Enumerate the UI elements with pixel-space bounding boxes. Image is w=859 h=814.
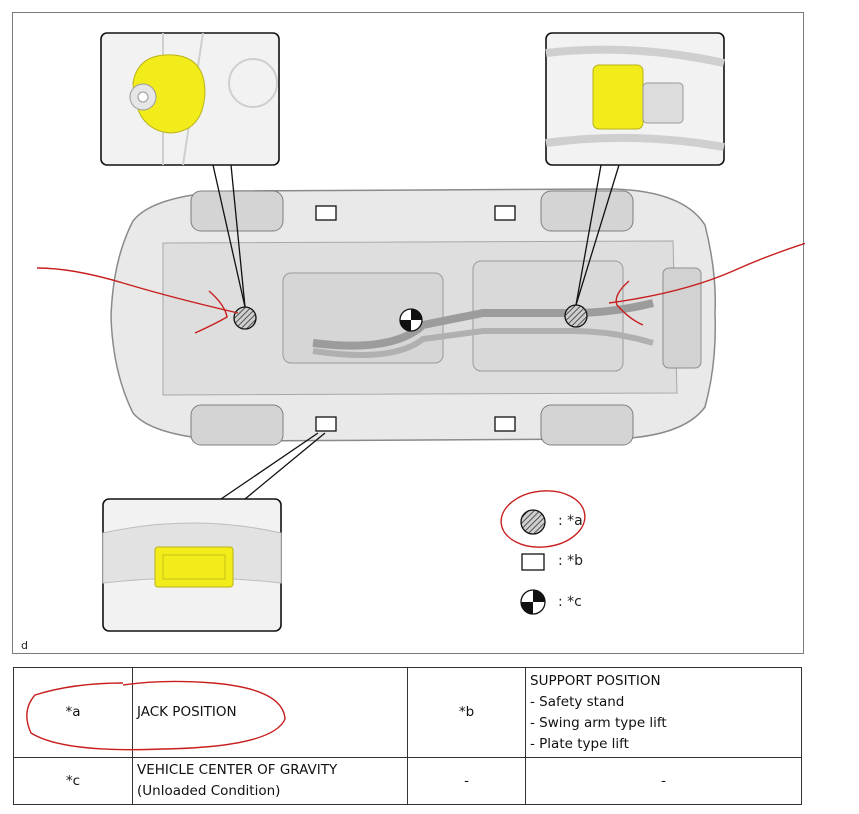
support-position-cell: SUPPORT POSITION - Safety stand - Swing … [525,667,802,758]
cog-line-2: (Unloaded Condition) [137,783,281,799]
legend-symbols [520,509,546,615]
dash-cell: - [525,757,802,805]
support-item: - Swing arm type lift [530,714,667,731]
figure-corner-tag: d [21,639,28,652]
detail-callout-front-jack [100,32,280,308]
red-annotations [36,242,805,548]
legend-cog-label: : *c [558,594,582,610]
legend-table: *a JACK POSITION *b SUPPORT POSITION - S… [13,667,802,805]
key-c-cell: *c [13,757,133,805]
cog-line-1: VEHICLE CENTER OF GRAVITY [137,762,338,778]
table-row: *a JACK POSITION *b SUPPORT POSITION - S… [13,667,802,758]
detail-callout-support [102,432,326,632]
support-item: - Plate type lift [530,735,629,752]
detail-callout-rear-jack [545,32,725,306]
legend-support-label: : *b [558,553,584,569]
dash-cell: - [407,757,526,805]
diagram-svg [36,32,805,632]
jack-position-cell: JACK POSITION [132,667,408,758]
center-of-gravity-cell: VEHICLE CENTER OF GRAVITY (Unloaded Cond… [132,757,408,805]
center-of-gravity-marker [399,308,423,332]
support-markers [315,205,516,432]
wheels [190,190,634,446]
table-row: *c VEHICLE CENTER OF GRAVITY (Unloaded C… [13,757,802,805]
underbody-diagram: d : *a : *b : *c [12,12,805,654]
legend-jack-label: : *a [558,513,583,529]
support-title: SUPPORT POSITION [530,672,661,689]
key-a-cell: *a [13,667,133,758]
key-b-cell: *b [407,667,526,758]
support-item: - Safety stand [530,693,625,710]
